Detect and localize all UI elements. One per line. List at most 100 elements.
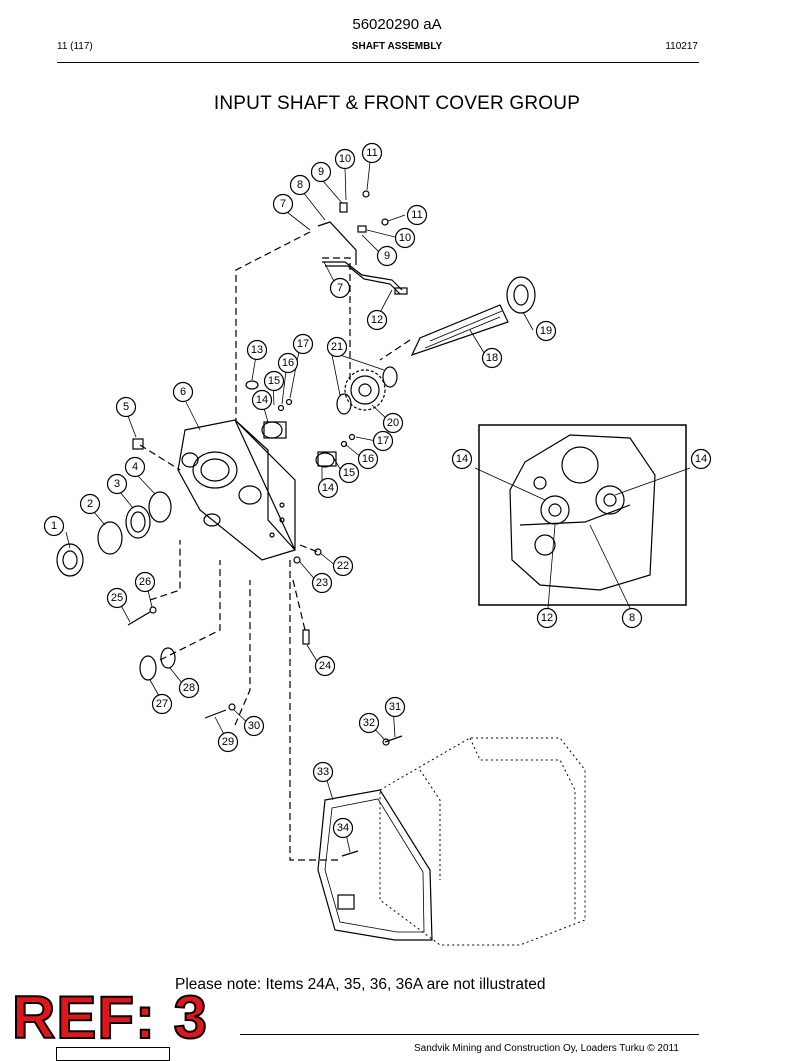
svg-text:29: 29 [222,736,234,748]
callout-21: 21 [326,336,348,358]
callout-11-top: 11 [361,142,383,164]
callout-10-lower: 10 [394,227,416,249]
svg-text:25: 25 [111,592,123,604]
fasteners [127,190,403,746]
svg-text:11: 11 [411,209,422,221]
svg-text:6: 6 [180,386,186,398]
callout-27: 27 [151,693,173,715]
svg-text:8: 8 [629,612,635,624]
header-rule [57,62,699,63]
document-id: 56020290 aA [352,16,442,33]
front-cover-housing [177,419,296,561]
tube-lines [317,221,408,295]
inset-detail [474,424,691,609]
svg-text:33: 33 [317,766,329,778]
svg-text:9: 9 [384,250,390,262]
svg-text:17: 17 [297,338,309,350]
bearings [261,421,337,468]
svg-text:30: 30 [248,720,260,732]
svg-text:5: 5 [123,401,129,413]
svg-text:12: 12 [541,612,553,624]
illustration-note: Please note: Items 24A, 35, 36, 36A are … [175,976,546,993]
gasket [317,789,433,941]
company-logo [56,1047,170,1061]
callout-7-top: 7 [272,193,294,215]
ref-stamp: REF: 3 [11,984,209,1051]
callout-30: 30 [243,715,265,737]
inset-callout-14-right: 14 [690,448,712,470]
svg-text:10: 10 [399,232,411,244]
svg-text:1: 1 [51,520,57,532]
footer-copyright: Sandvik Mining and Construction Oy, Load… [414,1043,679,1054]
callout-16-upper: 16 [277,352,299,374]
callout-5: 5 [115,396,137,418]
callout-26: 26 [134,571,156,593]
svg-text:21: 21 [331,341,343,353]
callout-9-top: 9 [310,161,332,183]
svg-text:24: 24 [319,660,331,672]
svg-text:14: 14 [256,394,268,406]
callout-16-lower: 16 [357,448,379,470]
gear-assembly [336,366,398,415]
inset-callout-8: 8 [621,607,643,629]
callout-1: 1 [43,515,65,537]
callout-33: 33 [312,761,334,783]
inset-callout-12: 12 [536,607,558,629]
callout-15-lower: 15 [338,462,360,484]
callout-31: 31 [384,696,406,718]
svg-text:17: 17 [377,435,389,447]
svg-text:15: 15 [268,375,280,387]
section-title: SHAFT ASSEMBLY [351,41,443,52]
callout-10-top: 10 [334,148,356,170]
svg-text:13: 13 [251,344,263,356]
callout-8: 8 [289,174,311,196]
callout-11-lower: 11 [406,204,428,226]
svg-text:22: 22 [337,560,349,572]
svg-text:23: 23 [316,577,328,589]
callout-14-lower: 14 [317,477,339,499]
callout-19: 19 [535,320,557,342]
input-shaft [410,276,536,357]
callout-34: 34 [332,817,354,839]
callout-23: 23 [311,572,333,594]
callout-29: 29 [217,731,239,753]
inset-callout-14-left: 14 [451,448,473,470]
callout-24: 24 [314,655,336,677]
callout-7-lower: 7 [329,277,351,299]
svg-text:9: 9 [318,166,324,178]
svg-text:32: 32 [363,717,375,729]
callout-15-upper: 15 [263,370,285,392]
exploded-parts-diagram: 1 2 3 4 5 6 7 7 8 9 9 10 10 11 11 12 13 … [43,142,712,946]
callout-32: 32 [358,712,380,734]
svg-text:34: 34 [337,822,349,834]
seal-stack [56,438,172,577]
callout-13: 13 [246,339,268,361]
svg-text:27: 27 [156,698,168,710]
document-code: 110217 [665,41,698,52]
diagram-title: INPUT SHAFT & FRONT COVER GROUP [213,93,581,114]
callout-17-upper: 17 [292,333,314,355]
footer-rule [240,1034,699,1035]
svg-text:18: 18 [486,352,498,364]
transmission-housing [379,737,586,946]
callout-20: 20 [382,412,404,434]
callout-2: 2 [79,493,101,515]
svg-text:14: 14 [695,453,707,465]
svg-text:14: 14 [322,482,334,494]
callout-18: 18 [481,347,503,369]
svg-text:15: 15 [343,467,355,479]
callout-28: 28 [178,677,200,699]
callout-25: 25 [106,587,128,609]
svg-text:16: 16 [362,453,374,465]
svg-text:8: 8 [297,179,303,191]
callout-4: 4 [124,456,146,478]
svg-text:7: 7 [280,198,286,210]
leader-lines [65,161,534,853]
svg-text:28: 28 [183,682,195,694]
svg-text:3: 3 [114,478,120,490]
callout-9-lower: 9 [376,245,398,267]
assembly-guide-lines [139,231,411,861]
callout-12: 12 [366,309,388,331]
callout-14-upper: 14 [251,389,273,411]
callout-17-lower: 17 [372,430,394,452]
